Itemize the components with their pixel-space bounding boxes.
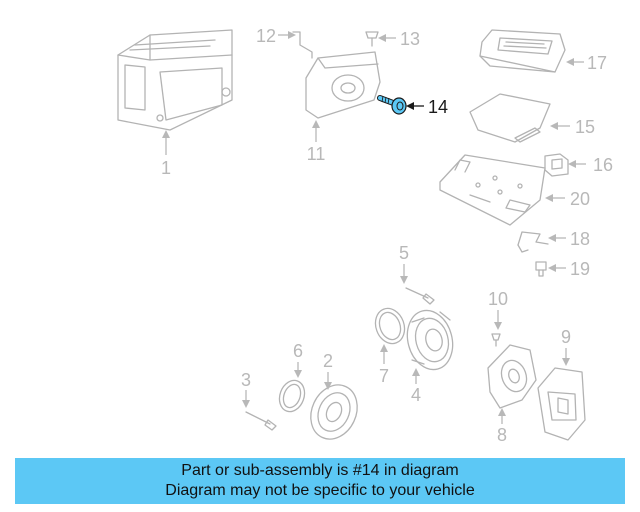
arrow-10 — [494, 322, 502, 330]
callout-4[interactable]: 4 — [411, 385, 421, 405]
part-18-bracket[interactable] — [517, 231, 549, 253]
callout-2[interactable]: 2 — [323, 351, 333, 371]
arrow-13 — [378, 34, 386, 42]
part-1-head-unit[interactable] — [117, 29, 233, 131]
part-16-connector[interactable] — [544, 153, 569, 177]
callout-12[interactable]: 12 — [256, 26, 276, 46]
callout-16[interactable]: 16 — [593, 155, 613, 175]
caption-banner: Part or sub-assembly is #14 in diagram D… — [15, 458, 625, 504]
part-2-speaker[interactable] — [302, 377, 366, 446]
arrow-14 — [406, 102, 414, 110]
arrow-12 — [288, 31, 296, 39]
part-5-pin[interactable] — [405, 287, 435, 305]
arrow-6 — [294, 370, 302, 378]
part-3-pin[interactable] — [245, 411, 277, 431]
callout-20[interactable]: 20 — [570, 189, 590, 209]
part-12-bracket[interactable] — [292, 31, 313, 59]
arrow-19 — [548, 264, 556, 272]
arrow-1 — [162, 130, 170, 138]
arrow-4 — [412, 368, 420, 376]
callout-17[interactable]: 17 — [587, 53, 607, 73]
callout-3[interactable]: 3 — [241, 370, 251, 390]
part-8-tweeter-housing[interactable] — [487, 344, 537, 409]
arrow-3 — [242, 400, 250, 408]
arrow-16 — [568, 160, 576, 168]
arrow-20 — [545, 194, 553, 202]
arrow-7 — [380, 344, 388, 352]
part-15-module[interactable] — [469, 93, 551, 143]
callout-11[interactable]: 11 — [307, 144, 326, 164]
callout-7[interactable]: 7 — [379, 366, 389, 386]
caption-line-1: Part or sub-assembly is #14 in diagram — [181, 462, 459, 479]
callout-5[interactable]: 5 — [399, 243, 409, 263]
callout-19[interactable]: 19 — [570, 259, 590, 279]
callout-13[interactable]: 13 — [400, 29, 420, 49]
arrow-8 — [498, 408, 506, 416]
part-14-screw[interactable] — [377, 95, 407, 115]
part-4-speaker[interactable] — [401, 305, 459, 374]
callout-10[interactable]: 10 — [488, 289, 508, 309]
arrow-5 — [400, 276, 408, 284]
callout-8[interactable]: 8 — [497, 425, 507, 445]
part-7-gasket-ring[interactable] — [371, 304, 410, 347]
callout-15[interactable]: 15 — [575, 117, 595, 137]
part-6-ring[interactable] — [275, 377, 308, 415]
arrow-9 — [562, 358, 570, 366]
arrow-2 — [324, 382, 332, 390]
arrow-15 — [550, 122, 558, 130]
callout-9[interactable]: 9 — [561, 327, 571, 347]
callout-14[interactable]: 14 — [428, 97, 448, 117]
callout-1[interactable]: 1 — [161, 158, 171, 178]
caption-line-2: Diagram may not be specific to your vehi… — [165, 482, 475, 499]
part-11-speaker-housing[interactable] — [305, 51, 381, 119]
part-20-mounting-plate[interactable] — [439, 154, 546, 226]
part-9-speaker-enclosure[interactable] — [537, 367, 586, 441]
arrow-11 — [312, 120, 320, 128]
arrow-17 — [566, 58, 574, 66]
callout-6[interactable]: 6 — [293, 341, 303, 361]
part-13-clip[interactable] — [365, 31, 379, 47]
part-19-bolt[interactable] — [535, 261, 547, 277]
parts-diagram: 1 12 11 13 14 — [117, 26, 613, 446]
part-17-vent-module[interactable] — [479, 29, 566, 73]
callout-18[interactable]: 18 — [570, 229, 590, 249]
arrow-18 — [548, 234, 556, 242]
part-10-screw[interactable] — [491, 333, 501, 347]
